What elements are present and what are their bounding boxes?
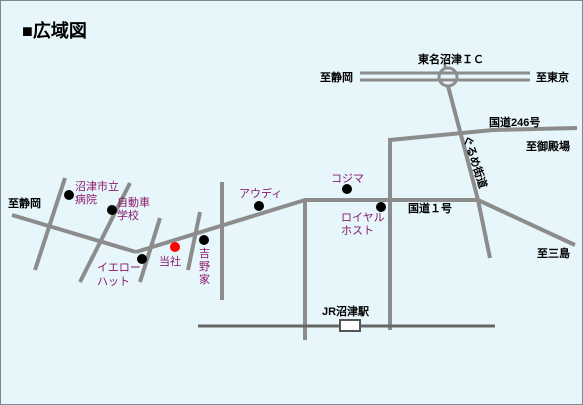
station-label: JR沼津駅 [322,304,369,318]
hospital-label-2: 病院 [75,192,97,206]
yellow-hat-label-2: ハット [97,276,130,288]
hospital-label-1: 沼津市立 [75,179,119,193]
driving-school-label-2: 学校 [117,208,139,222]
yoshinoya-label-3: 家 [199,272,210,286]
yoshinoya-marker [199,235,209,245]
interchange-marker [437,66,459,88]
royal-host-label-1: ロイヤル [341,212,385,224]
company-marker [170,242,180,252]
audi-label: アウディ [239,186,282,200]
yoshinoya-label-1: 吉 [199,247,210,260]
hospital-marker [64,190,74,200]
road-network [11,85,578,340]
royal-host-marker [376,202,386,212]
yellow-hat-label-1: イエロー [97,262,141,274]
audi-marker [254,201,264,211]
interchange-label: 東名沼津ＩＣ [418,52,484,66]
royal-host-label-2: ホスト [341,224,374,237]
yellow-hat-marker [137,254,147,264]
station-marker [339,319,361,332]
direction-tokyo: 至東京 [536,70,569,84]
direction-gotemba: 至御殿場 [526,139,570,153]
yoshinoya-label-2: 野 [199,260,210,273]
direction-shizuoka-left: 至静岡 [8,196,41,210]
kurume-road [446,85,492,259]
company-label: 当社 [159,254,181,268]
driving-school-label-1: 自動車 [117,195,150,209]
map-title: ■広域図 [22,20,87,41]
driving-school-marker [107,205,117,215]
kojima-label: コジマ [331,173,364,185]
west-road [11,213,137,254]
kojima-marker [342,184,352,194]
poi-markers [64,184,386,264]
direction-shizuoka-top: 至静岡 [320,70,353,84]
route-1-label: 国道１号 [408,201,452,215]
route-246-label: 国道246号 [489,115,540,129]
direction-mishima: 至三島 [537,246,570,260]
kurume-road-label: ぐるめ街道 [460,134,490,190]
route-246-road [388,126,578,330]
